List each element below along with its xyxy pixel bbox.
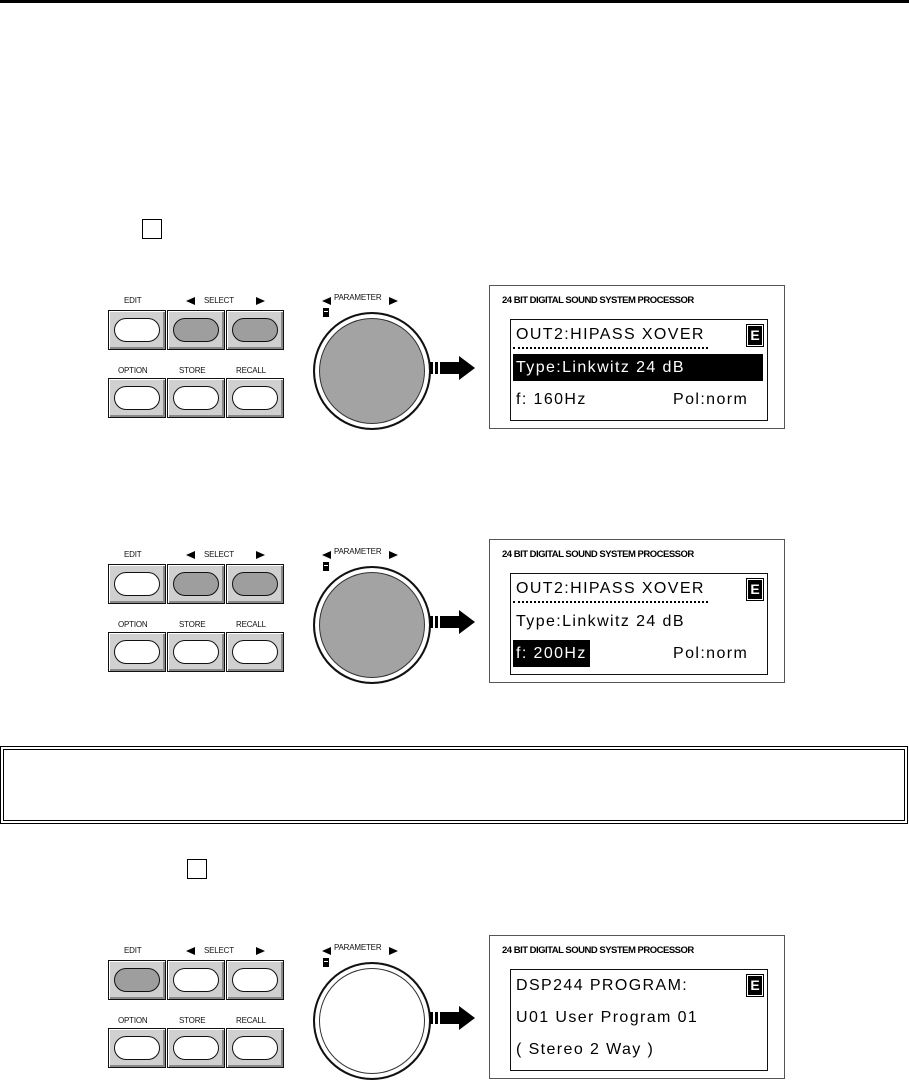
option-button[interactable]: [108, 378, 166, 418]
lcd-line-3-left: f: 160Hz: [516, 391, 587, 408]
lcd-line-3-left: f: 200Hz: [513, 640, 590, 667]
recall-label: RECALL: [236, 366, 266, 375]
page-top-rule: [0, 0, 909, 3]
edit-label: EDIT: [124, 550, 142, 559]
edit-mode-badge: E: [748, 976, 762, 995]
recall-label: RECALL: [236, 1016, 266, 1025]
triangle-left-icon: [186, 297, 195, 305]
select-right-button[interactable]: [226, 960, 284, 1000]
lcd-line-1: OUT2:HIPASS XOVER: [513, 576, 708, 603]
parameter-label: PARAMETER: [334, 293, 382, 302]
parameter-left-icon: [322, 947, 331, 955]
step-illustration-3: EDIT SELECT OPTION STORE RECALL PARAMETE…: [0, 932, 909, 1082]
option-label: OPTION: [118, 1016, 148, 1025]
arrow-right-icon: [430, 610, 475, 634]
parameter-right-icon: [389, 297, 398, 305]
triangle-right-icon: [256, 947, 265, 955]
select-right-button[interactable]: [226, 564, 284, 604]
lcd-title: 24 BIT DIGITAL SOUND SYSTEM PROCESSOR: [502, 549, 694, 560]
parameter-right-icon: [389, 551, 398, 559]
option-label: OPTION: [118, 620, 148, 629]
store-label: STORE: [179, 620, 206, 629]
option-label: OPTION: [118, 366, 148, 375]
parameter-marker-icon: [323, 308, 329, 317]
triangle-right-icon: [256, 551, 265, 559]
lcd-line-3: ( Stereo 2 Way ): [516, 1041, 655, 1058]
select-label: SELECT: [204, 946, 234, 955]
triangle-right-icon: [256, 297, 265, 305]
parameter-knob[interactable]: [313, 962, 431, 1080]
option-button[interactable]: [108, 1028, 166, 1068]
recall-button[interactable]: [226, 378, 284, 418]
parameter-right-icon: [389, 947, 398, 955]
select-label: SELECT: [204, 296, 234, 305]
step-illustration-2: EDIT SELECT OPTION STORE RECALL PARAMETE…: [0, 536, 909, 686]
parameter-marker-icon: [323, 958, 329, 967]
lcd-line-2: U01 User Program 01: [516, 1009, 699, 1026]
parameter-left-icon: [322, 297, 331, 305]
select-left-button[interactable]: [167, 960, 225, 1000]
parameter-knob[interactable]: [313, 566, 431, 684]
option-button[interactable]: [108, 632, 166, 672]
step-illustration-1: EDIT SELECT OPTION STORE RECALL PARAMETE…: [0, 282, 909, 432]
lcd-screen: OUT2:HIPASS XOVER E Type:Linkwitz 24 dB …: [510, 319, 768, 421]
arrow-right-icon: [430, 1006, 475, 1030]
recall-label: RECALL: [236, 620, 266, 629]
edit-mode-badge: E: [748, 326, 762, 345]
select-left-button[interactable]: [167, 310, 225, 350]
edit-button[interactable]: [108, 564, 166, 604]
select-right-button[interactable]: [226, 310, 284, 350]
step-checkbox[interactable]: [142, 219, 162, 239]
recall-button[interactable]: [226, 632, 284, 672]
lcd-line-1: OUT2:HIPASS XOVER: [513, 322, 708, 349]
lcd-line-2: Type:Linkwitz 24 dB: [513, 354, 763, 381]
lcd-screen: OUT2:HIPASS XOVER E Type:Linkwitz 24 dB …: [510, 573, 768, 675]
arrow-right-icon: [430, 356, 475, 380]
lcd-line-3-right: Pol:norm: [673, 645, 749, 662]
lcd-line-1: DSP244 PROGRAM:: [516, 977, 689, 994]
parameter-label: PARAMETER: [334, 547, 382, 556]
edit-label: EDIT: [124, 296, 142, 305]
store-label: STORE: [179, 1016, 206, 1025]
parameter-label: PARAMETER: [334, 943, 382, 952]
lcd-display: 24 BIT DIGITAL SOUND SYSTEM PROCESSOR OU…: [489, 539, 785, 683]
edit-button[interactable]: [108, 310, 166, 350]
lcd-line-2: Type:Linkwitz 24 dB: [516, 613, 685, 630]
lcd-display: 24 BIT DIGITAL SOUND SYSTEM PROCESSOR OU…: [489, 285, 785, 429]
select-left-button[interactable]: [167, 564, 225, 604]
lcd-title: 24 BIT DIGITAL SOUND SYSTEM PROCESSOR: [502, 945, 694, 956]
edit-button[interactable]: [108, 960, 166, 1000]
note-box: [0, 746, 908, 824]
edit-label: EDIT: [124, 946, 142, 955]
parameter-knob[interactable]: [313, 312, 431, 430]
step-checkbox[interactable]: [187, 859, 207, 879]
lcd-line-3-right: Pol:norm: [673, 391, 749, 408]
recall-button[interactable]: [226, 1028, 284, 1068]
edit-mode-badge: E: [748, 580, 762, 599]
lcd-screen: DSP244 PROGRAM: E U01 User Program 01 ( …: [510, 969, 768, 1071]
parameter-marker-icon: [323, 562, 329, 571]
triangle-left-icon: [186, 947, 195, 955]
lcd-title: 24 BIT DIGITAL SOUND SYSTEM PROCESSOR: [502, 295, 694, 306]
parameter-left-icon: [322, 551, 331, 559]
store-button[interactable]: [167, 632, 225, 672]
lcd-display: 24 BIT DIGITAL SOUND SYSTEM PROCESSOR DS…: [489, 935, 785, 1079]
store-button[interactable]: [167, 1028, 225, 1068]
store-label: STORE: [179, 366, 206, 375]
triangle-left-icon: [186, 551, 195, 559]
select-label: SELECT: [204, 550, 234, 559]
store-button[interactable]: [167, 378, 225, 418]
